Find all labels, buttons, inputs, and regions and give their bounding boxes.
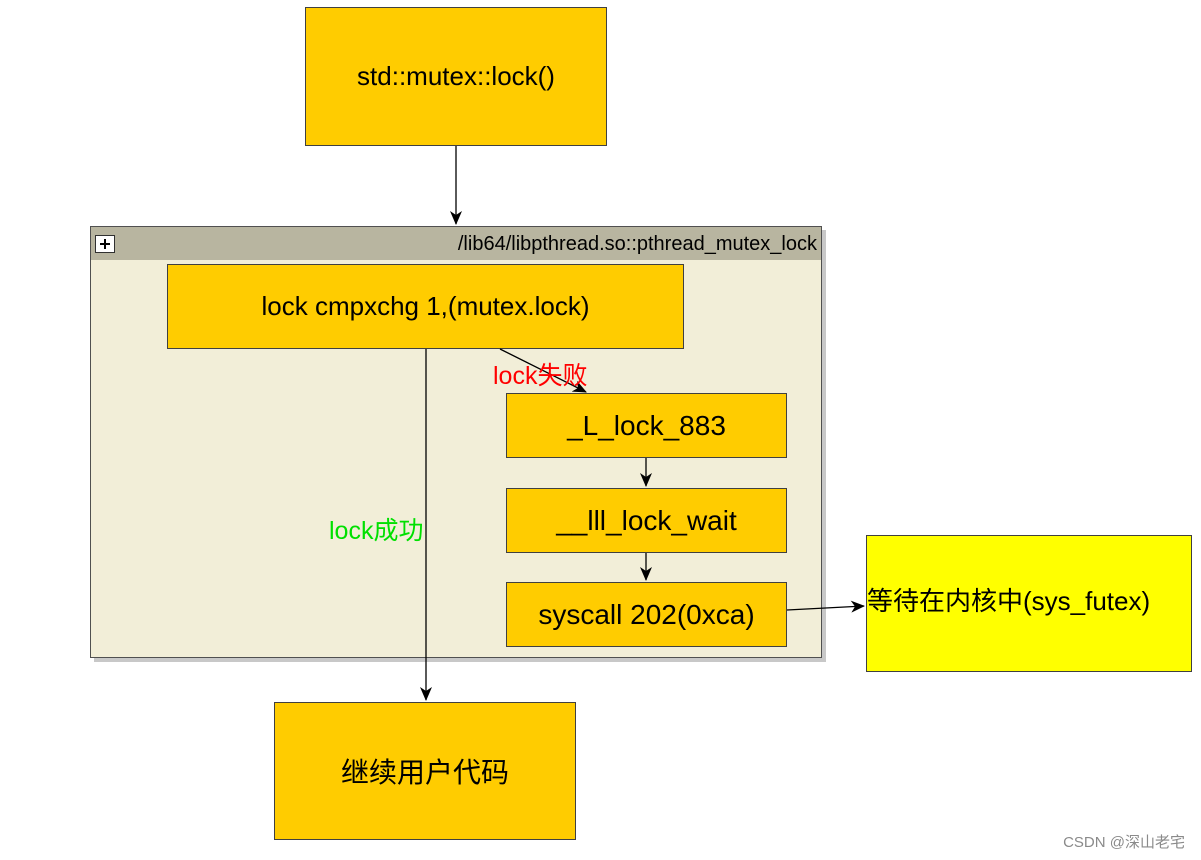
node-kernel-wait[interactable]: 等待在内核中(sys_futex) [866, 535, 1192, 672]
node-continue-user-label: 继续用户代码 [340, 757, 509, 788]
node-mutex-lock-label: std::mutex::lock() [357, 61, 555, 91]
node-mutex-lock[interactable]: std::mutex::lock() [305, 7, 607, 146]
edge-syscall-to-kernel [786, 600, 865, 613]
node-lll-lock-wait[interactable]: __lll_lock_wait [506, 488, 787, 553]
edge-cmpxchg-to-l-lock [499, 348, 587, 393]
plus-icon[interactable] [95, 235, 115, 253]
watermark: CSDN @深山老宅 [1063, 834, 1185, 851]
node-syscall-label: syscall 202(0xca) [538, 598, 755, 630]
node-l-lock-883[interactable]: _L_lock_883 [506, 393, 787, 458]
edge-label-lock-success: lock成功 [329, 517, 424, 545]
node-continue-user[interactable]: 继续用户代码 [274, 702, 576, 840]
group-title: /lib64/libpthread.so::pthread_mutex_lock [457, 233, 817, 255]
node-syscall[interactable]: syscall 202(0xca) [506, 582, 787, 647]
node-cmpxchg[interactable]: lock cmpxchg 1,(mutex.lock) [167, 264, 684, 349]
node-lll-lock-wait-label: __lll_lock_wait [556, 504, 737, 536]
node-cmpxchg-label: lock cmpxchg 1,(mutex.lock) [261, 291, 590, 321]
node-l-lock-883-label: _L_lock_883 [567, 409, 726, 441]
node-kernel-wait-label: 等待在内核中(sys_futex) [867, 586, 1151, 616]
edge-label-lock-fail: lock失败 [493, 362, 588, 390]
group-header: /lib64/libpthread.so::pthread_mutex_lock [91, 227, 821, 260]
